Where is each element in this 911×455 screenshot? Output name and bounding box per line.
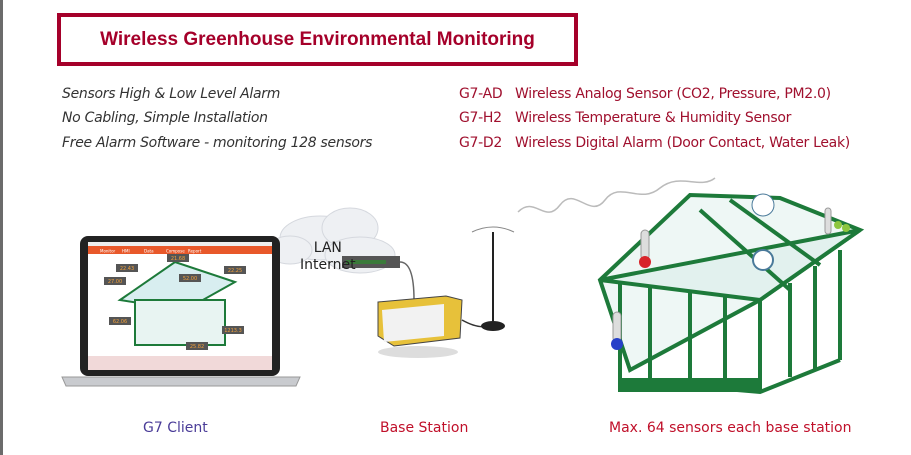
feature-1: Sensors High & Low Level Alarm [62,86,281,102]
screen-reading: 52.00 [183,276,197,282]
model-g7-h2: G7-H2 Wireless Temperature & Humidity Sen… [459,110,791,126]
pressure-gauge-icon [752,249,774,271]
screen-menu-item: Report [188,249,202,254]
feature-3: Free Alarm Software - monitoring 128 sen… [62,135,373,151]
network-switch-icon [342,256,415,301]
screen-reading-box [224,266,246,274]
humidity-icon [824,207,850,235]
wireless-signal-line [517,177,716,213]
screen-reading-box [179,274,201,282]
title-box: Wireless Greenhouse Environmental Monito… [57,13,578,66]
antenna-icon [471,226,515,331]
model-desc: Wireless Digital Alarm (Door Contact, Wa… [515,135,850,151]
co2-sensor-icon [751,193,775,217]
model-g7-d2: G7-D2 Wireless Digital Alarm (Door Contac… [459,135,850,151]
screen-reading: 25.82 [190,344,204,350]
screen-reading: 62.06 [113,319,127,325]
model-desc: Wireless Temperature & Humidity Sensor [515,110,792,126]
screen-reading-box [186,342,208,350]
screen-reading-box [167,254,189,262]
caption-base-station: Base Station [380,420,469,436]
base-station-icon [377,295,491,358]
screen-menu-item: Data [144,249,154,254]
screen-menu-item: Compose [166,249,185,254]
screen-reading: 21.68 [171,256,185,262]
screen-reading-box [104,277,126,285]
model-code: G7-D2 [459,135,502,151]
screen-reading: 1213.3 [224,328,242,334]
screen-reading-box [109,317,131,325]
screen-reading: 22.43 [120,266,134,272]
lan-label: LAN [313,240,342,256]
model-desc: Wireless Analog Sensor (CO2, Pressure, P… [515,86,831,102]
internet-label: Internet [300,257,356,273]
model-code: G7-H2 [459,110,502,126]
caption-g7-client: G7 Client [143,420,208,436]
thermometer-icon [639,229,651,268]
feature-2: No Cabling, Simple Installation [62,110,268,126]
screen-reading-box [222,326,244,334]
page-title: Wireless Greenhouse Environmental Monito… [100,28,535,50]
screen-reading-box [116,264,138,272]
greenhouse-icon [597,192,865,395]
screen-menu-item: HMI [122,249,130,254]
left-border [0,0,3,455]
thermometer-cold-icon [611,311,623,350]
screen-reading: 22.25 [228,268,242,274]
screen-menu-item: Monitor [100,249,116,254]
model-code: G7-AD [459,86,503,102]
model-g7-ad: G7-AD Wireless Analog Sensor (CO2, Pressu… [459,86,831,102]
screen-reading: 27.00 [108,279,122,285]
caption-max-sensors: Max. 64 sensors each base station [609,420,852,436]
